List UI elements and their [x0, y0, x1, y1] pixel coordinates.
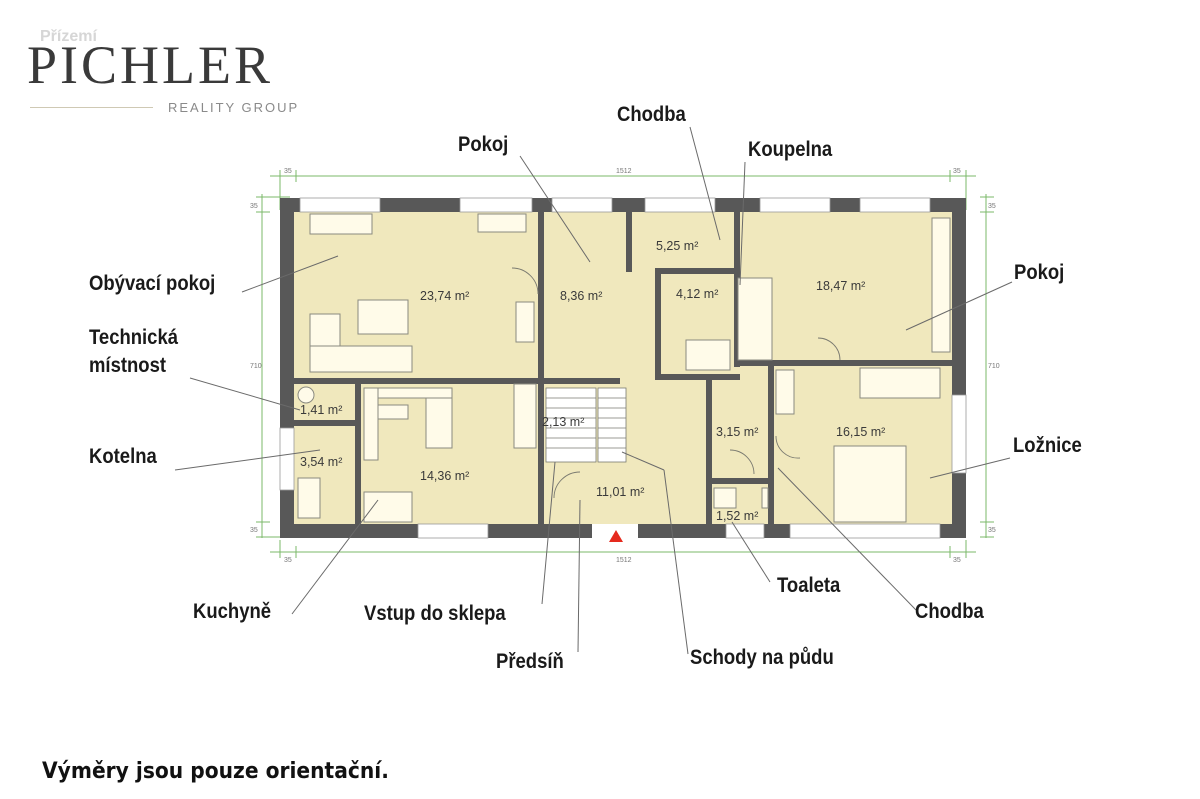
room-areas: 23,74 m² 8,36 m² 5,25 m² 4,12 m² 18,47 m… [300, 239, 885, 523]
dim-bottom-left: 35 [284, 557, 292, 564]
area-technicka: 1,41 m² [300, 403, 342, 417]
label-technicka-mistnost: Technická místnost [89, 326, 179, 377]
label-loznice: Ložnice [1013, 434, 1082, 457]
area-chodba-bottom: 3,15 m² [716, 425, 758, 439]
area-vstup-sklepa: 2,13 m² [542, 415, 584, 429]
door-swings [511, 267, 841, 499]
dim-bottom-right: 35 [953, 557, 961, 564]
dim-right-bottom: 35 [988, 527, 996, 534]
dimension-lines [256, 170, 994, 558]
dim-bottom-total: 1512 [616, 557, 632, 564]
interior-walls [294, 212, 952, 524]
stairs [545, 387, 627, 463]
label-kotelna: Kotelna [89, 445, 157, 468]
leader-lines [174, 126, 1013, 655]
label-obyvaci-pokoj: Obývací pokoj [89, 272, 216, 295]
label-toaleta: Toaleta [777, 574, 841, 597]
dim-right-total: 710 [988, 363, 1000, 370]
area-kotelna: 3,54 m² [300, 455, 342, 469]
label-pokoj-right: Pokoj [1014, 261, 1065, 284]
area-loznice: 16,15 m² [836, 425, 885, 439]
dim-left-total: 710 [250, 363, 262, 370]
brand-logo: PICHLER [27, 35, 274, 95]
label-pokoj-top: Pokoj [458, 133, 509, 156]
brand-subtitle: REALITY GROUP [168, 100, 300, 115]
label-koupelna: Koupelna [748, 138, 833, 161]
dim-left-top: 35 [250, 203, 258, 210]
dim-top-right: 35 [953, 168, 961, 175]
area-koupelna: 4,12 m² [676, 287, 718, 301]
entrance-marker [609, 530, 623, 542]
area-disclaimer: Výměry jsou pouze orientační. [42, 759, 389, 784]
area-pokoj-small: 8,36 m² [560, 289, 602, 303]
logo-divider [30, 107, 153, 108]
dim-right-top: 35 [988, 203, 996, 210]
label-chodba-top: Chodba [617, 103, 686, 126]
area-toaleta: 1,52 m² [716, 509, 758, 523]
label-chodba-bottom: Chodba [915, 600, 984, 623]
area-pokoj-right: 18,47 m² [816, 279, 865, 293]
area-obyvaci-pokoj: 23,74 m² [420, 289, 469, 303]
label-predsin: Předsíň [496, 650, 564, 673]
area-kuchyne: 14,36 m² [420, 469, 469, 483]
area-chodba-top: 5,25 m² [656, 239, 698, 253]
dim-top-left: 35 [284, 168, 292, 175]
label-schody-na-pudu: Schody na půdu [690, 646, 834, 669]
label-kuchyne: Kuchyně [193, 600, 272, 623]
floor-watermark: Přízemí [40, 28, 97, 45]
label-vstup-do-sklepa: Vstup do sklepa [364, 602, 506, 625]
dim-top-total: 1512 [616, 168, 632, 175]
dim-left-bottom: 35 [250, 527, 258, 534]
windows [279, 197, 967, 539]
area-predsin: 11,01 m² [596, 485, 644, 499]
furniture [297, 213, 951, 523]
